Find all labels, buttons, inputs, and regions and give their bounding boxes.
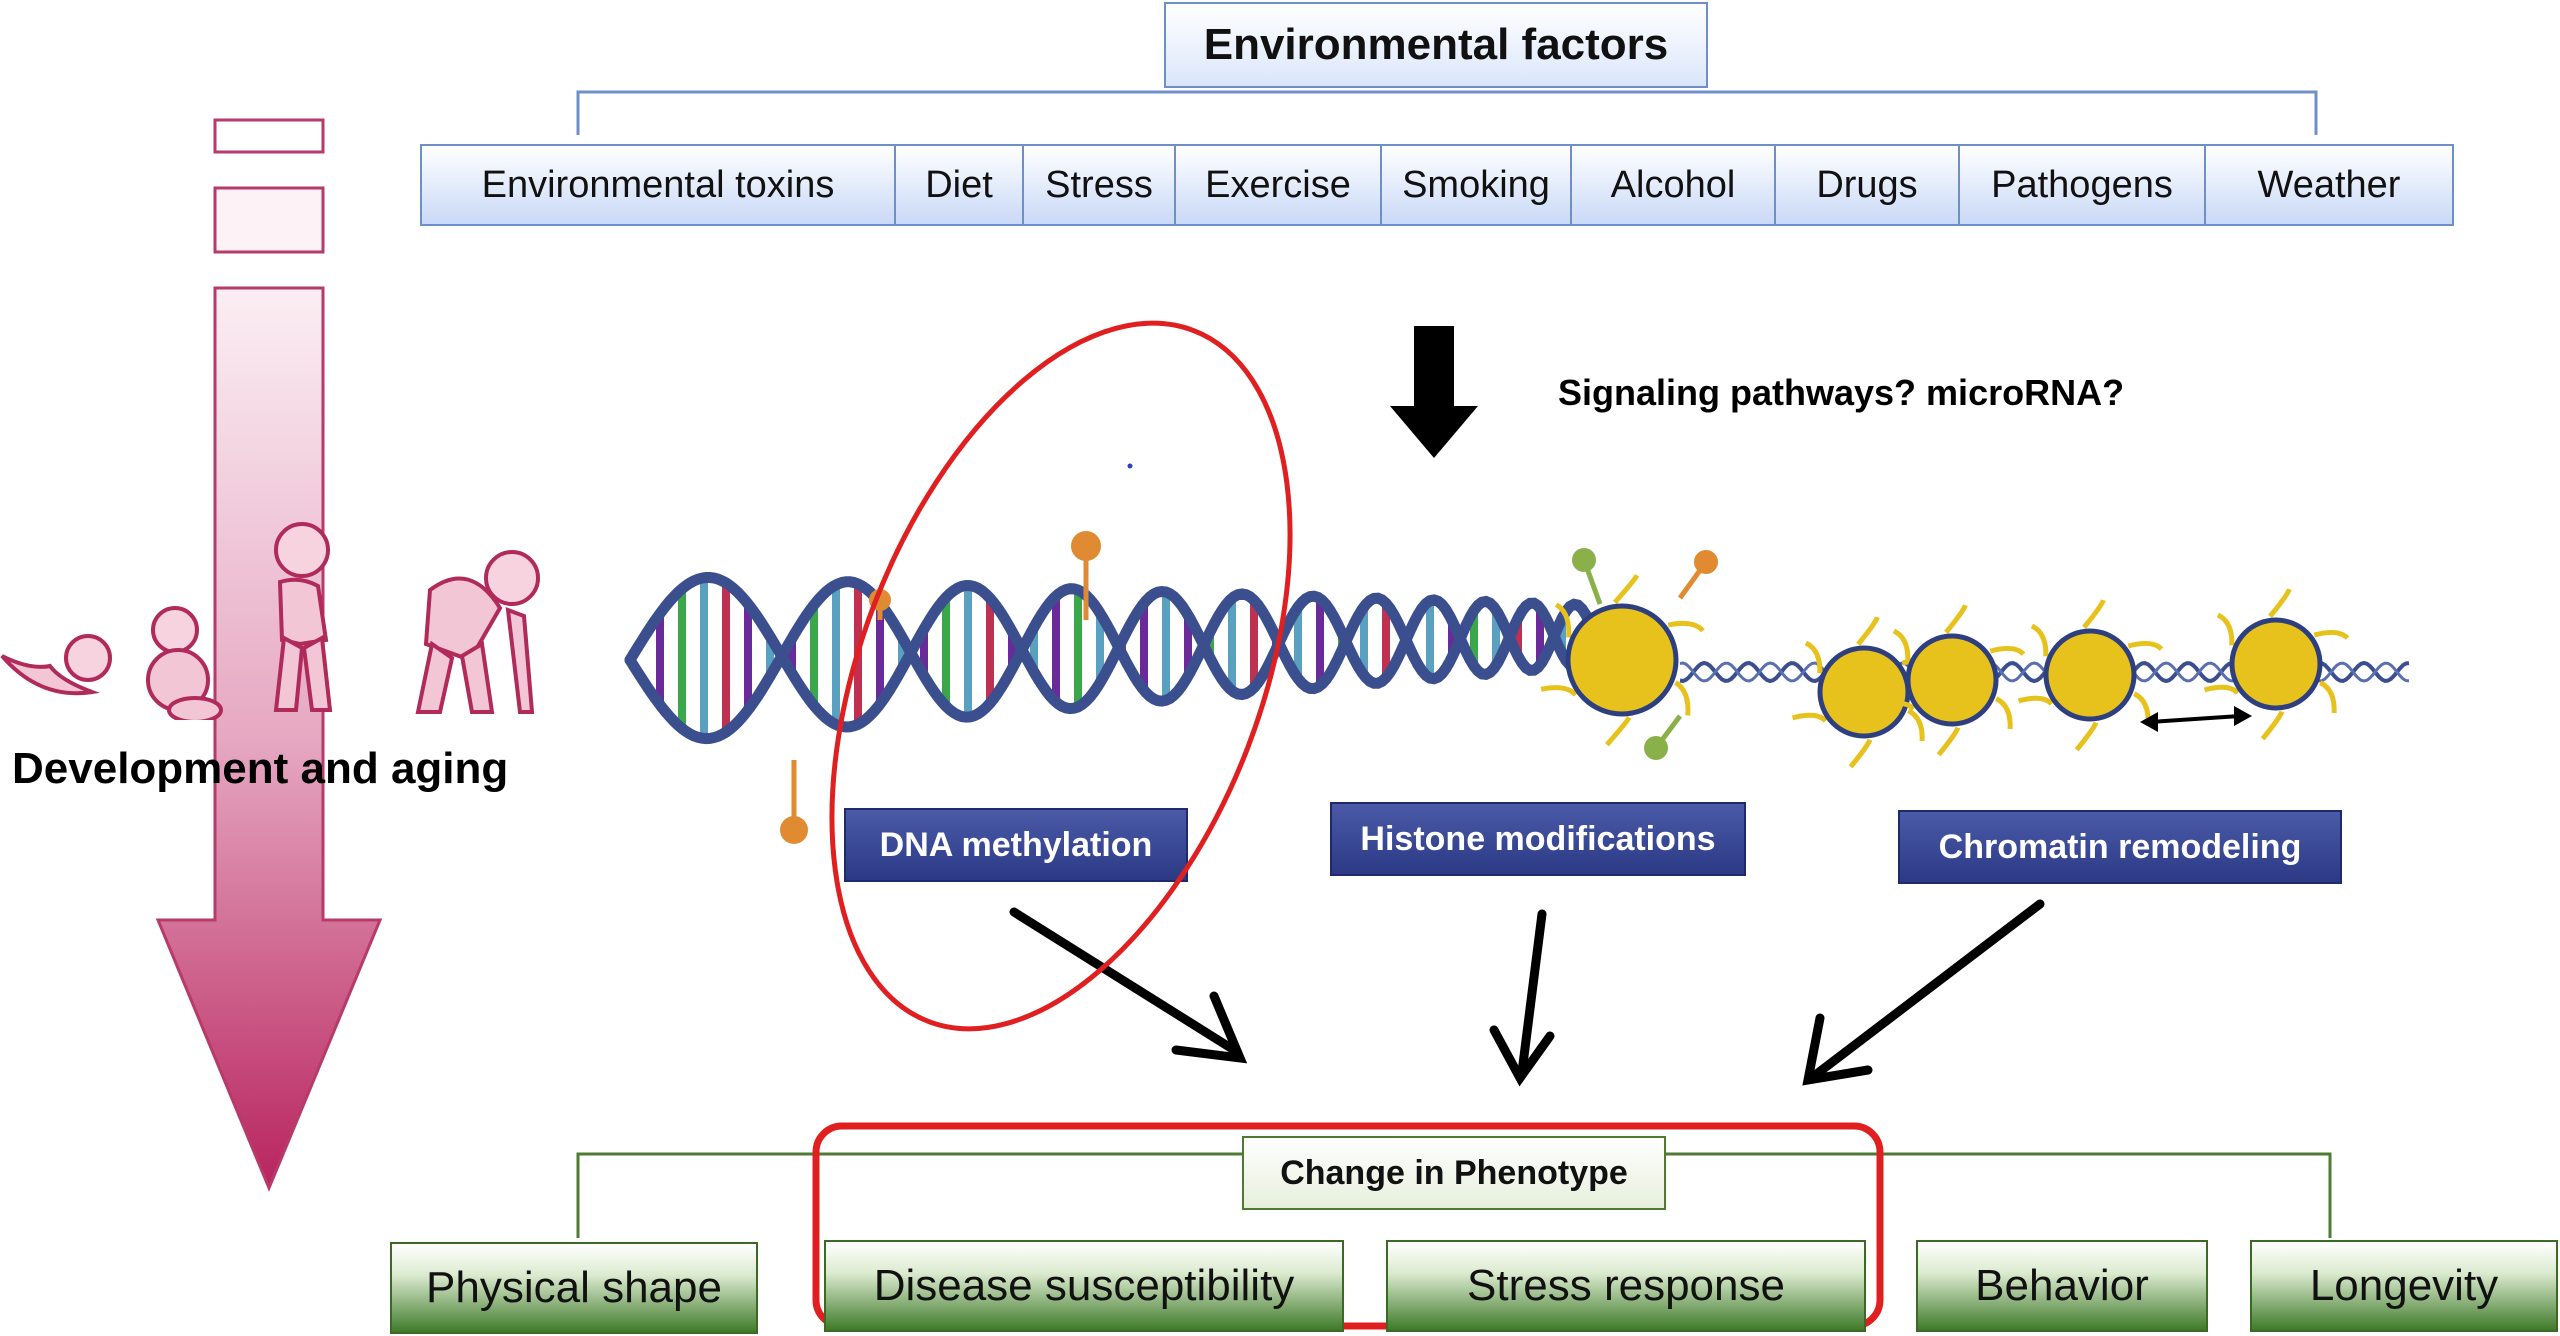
nucleosome — [2203, 588, 2350, 741]
factor-pathogens: Pathogens — [1958, 144, 2206, 226]
change-in-phenotype-title: Change in Phenotype — [1242, 1136, 1666, 1210]
remodeling-double-arrow — [2140, 706, 2252, 732]
arrow-chromatin-to-phenotype — [1809, 899, 2045, 1081]
environment-bracket — [576, 90, 2318, 135]
nucleosome — [1879, 604, 2026, 757]
nucleosome — [1540, 574, 1705, 747]
signaling-note: Signaling pathways? microRNA? — [1558, 372, 2125, 413]
methyl-group — [1572, 548, 1603, 605]
factor-smoking: Smoking — [1380, 144, 1572, 226]
phenotype-behavior: Behavior — [1916, 1240, 2208, 1332]
phenotype-stress-response: Stress response — [1386, 1240, 1866, 1332]
factor-diet: Diet — [894, 144, 1024, 226]
development-aging-label: Development and aging — [12, 744, 509, 793]
factor-weather: Weather — [2204, 144, 2454, 226]
factor-environmental-toxins: Environmental toxins — [420, 144, 896, 226]
methyl-group — [1071, 531, 1101, 620]
highlight-box-phenotypes — [812, 1122, 1884, 1330]
development-aging-arrow — [155, 118, 383, 1192]
phenotype-longevity: Longevity — [2250, 1240, 2558, 1332]
arrow-histone-to-phenotype — [1517, 909, 1547, 1077]
methyl-group — [1677, 550, 1718, 600]
environmental-factors-title: Environmental factors — [1164, 2, 1708, 88]
nucleosome — [2017, 599, 2164, 752]
factor-alcohol: Alcohol — [1570, 144, 1776, 226]
signaling-down-arrow — [1390, 326, 1478, 458]
mechanism-histone-modifications: Histone modifications — [1330, 802, 1746, 876]
phenotype-physical-shape: Physical shape — [390, 1242, 758, 1334]
factor-exercise: Exercise — [1174, 144, 1382, 226]
mechanism-dna-methylation: DNA methylation — [844, 808, 1188, 882]
factor-drugs: Drugs — [1774, 144, 1960, 226]
phenotype-disease-susceptibility: Disease susceptibility — [824, 1240, 1344, 1332]
human-life-stages-icon — [0, 522, 540, 720]
methyl-group — [780, 760, 808, 844]
methyl-group — [1644, 714, 1682, 760]
dna-chromatin-illustration — [624, 463, 2410, 844]
arrow-methylation-to-phenotype — [1009, 907, 1239, 1055]
mechanism-chromatin-remodeling: Chromatin remodeling — [1898, 810, 2342, 884]
factor-stress: Stress — [1022, 144, 1176, 226]
highlight-ellipse-stress-methylation — [829, 320, 1293, 1032]
